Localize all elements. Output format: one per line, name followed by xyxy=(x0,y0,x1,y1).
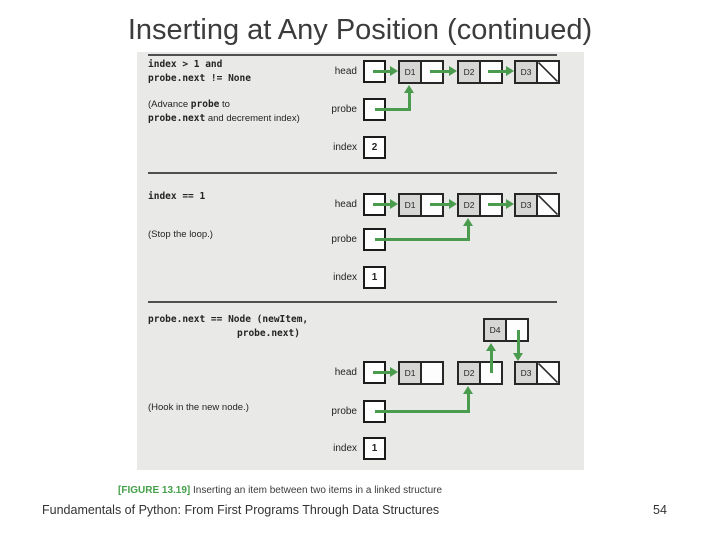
arrow-right-icon xyxy=(430,199,457,210)
arrow-up-icon xyxy=(463,386,473,394)
arrow-right-icon xyxy=(373,199,398,210)
node-next-cell xyxy=(536,361,560,385)
note-text: (Stop the loop.) xyxy=(148,229,213,240)
note-line: probe.next and decrement index) xyxy=(148,113,300,124)
code-line: probe.next == Node (newItem, xyxy=(148,314,309,325)
note-text: to xyxy=(219,99,230,110)
arrow-right-icon xyxy=(430,66,457,77)
node-d2: D2 xyxy=(457,361,503,385)
figure-caption-text: Inserting an item between two items in a… xyxy=(190,485,443,496)
arrow-up-icon xyxy=(486,343,496,351)
code-line: index == 1 xyxy=(148,191,206,202)
none-slash-icon xyxy=(537,61,559,83)
probe-pointer-line xyxy=(467,392,470,412)
head-label: head xyxy=(334,367,357,378)
note-line: (Hook in the new node.) xyxy=(148,402,249,413)
node-d3: D3 xyxy=(514,60,560,84)
probe-pointer-line xyxy=(375,238,470,241)
arrow-up-icon xyxy=(463,218,473,226)
node-data-cell: D3 xyxy=(514,361,538,385)
arrow-down-icon xyxy=(513,353,523,361)
figure-panel: index > 1 and probe.next != None (Advanc… xyxy=(137,52,584,470)
probe-label: probe xyxy=(331,104,357,115)
probe-pointer-line xyxy=(408,91,411,111)
arrow-right-icon xyxy=(488,199,514,210)
slide-title: Inserting at Any Position (continued) xyxy=(127,14,593,46)
index-label: index xyxy=(333,272,357,283)
code-line: probe.next != None xyxy=(148,73,251,84)
arrow-right-icon xyxy=(373,66,398,77)
node-d3: D3 xyxy=(514,361,560,385)
node-data-cell: D1 xyxy=(398,60,422,84)
node-d1: D1 xyxy=(398,361,444,385)
probe-label: probe xyxy=(331,234,357,245)
new-node-link-line xyxy=(517,330,520,354)
code-line: index > 1 and xyxy=(148,59,223,70)
node-data-cell: D3 xyxy=(514,60,538,84)
node-d4: D4 xyxy=(483,318,529,342)
node-d1: D1 xyxy=(398,193,444,217)
note-code: probe.next xyxy=(148,113,206,124)
node-data-cell: D3 xyxy=(514,193,538,217)
index-box: 1 xyxy=(363,266,386,289)
index-label: index xyxy=(333,142,357,153)
index-label: index xyxy=(333,443,357,454)
note-line: (Stop the loop.) xyxy=(148,229,213,240)
note-text: (Advance xyxy=(148,99,191,110)
arrow-right-icon xyxy=(373,367,398,378)
node-next-cell xyxy=(536,193,560,217)
page-number: 54 xyxy=(653,503,667,517)
note-line: (Advance probe to xyxy=(148,99,230,110)
node-data-cell: D2 xyxy=(457,361,481,385)
note-text: (Hook in the new node.) xyxy=(148,402,249,413)
node-data-cell: D1 xyxy=(398,193,422,217)
node-next-cell xyxy=(420,361,444,385)
probe-pointer-line xyxy=(375,410,470,413)
none-slash-icon xyxy=(537,362,559,384)
node-data-cell: D1 xyxy=(398,361,422,385)
node-data-cell: D2 xyxy=(457,193,481,217)
node-next-cell xyxy=(536,60,560,84)
node-data-cell: D4 xyxy=(483,318,507,342)
head-label: head xyxy=(334,199,357,210)
head-label: head xyxy=(334,66,357,77)
none-slash-icon xyxy=(537,194,559,216)
probe-pointer-line xyxy=(467,224,470,241)
arrow-up-icon xyxy=(404,85,414,93)
note-code: probe xyxy=(190,99,220,110)
probe-pointer-line xyxy=(375,108,411,111)
divider xyxy=(148,54,557,56)
divider xyxy=(148,301,557,303)
divider xyxy=(148,172,557,174)
arrow-right-icon xyxy=(488,66,514,77)
index-box: 2 xyxy=(363,136,386,159)
figure-label: [FIGURE 13.19] xyxy=(118,485,191,496)
code-line: probe.next) xyxy=(237,328,300,339)
node-data-cell: D2 xyxy=(457,60,481,84)
figure-caption: [FIGURE 13.19] Inserting an item between… xyxy=(118,485,442,496)
footer-book-title: Fundamentals of Python: From First Progr… xyxy=(42,503,440,517)
index-box: 1 xyxy=(363,437,386,460)
note-text: and decrement index) xyxy=(205,113,300,124)
probe-label: probe xyxy=(331,406,357,417)
new-node-link-line xyxy=(490,350,493,373)
node-d3: D3 xyxy=(514,193,560,217)
